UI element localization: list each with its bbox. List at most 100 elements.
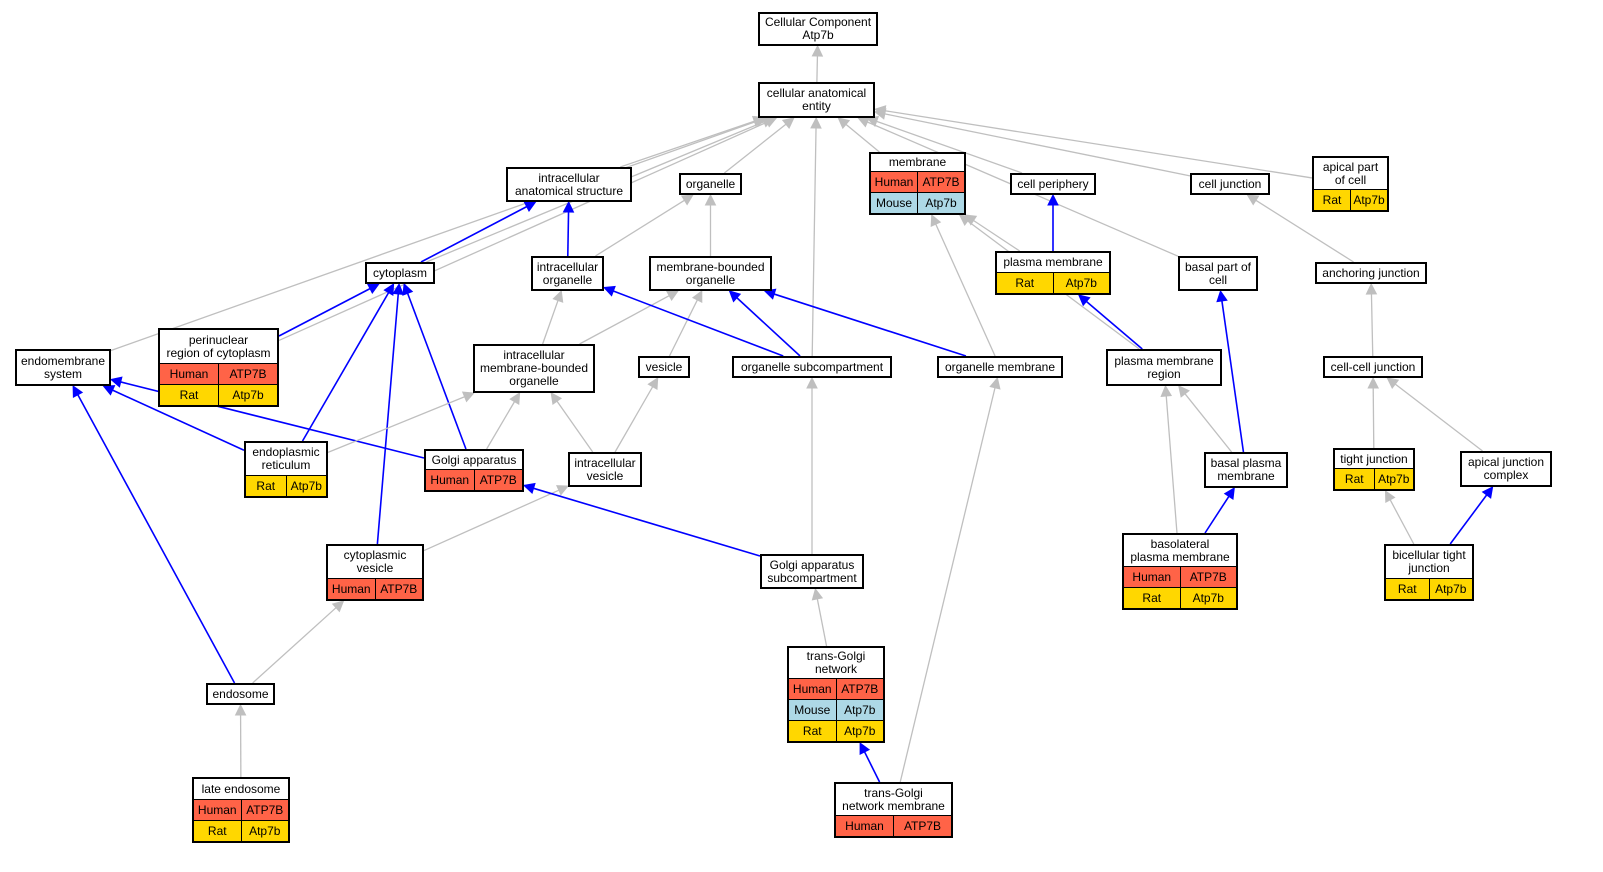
arrowhead xyxy=(930,213,942,227)
arrowhead xyxy=(550,392,563,405)
term-label: organelle membrane xyxy=(944,359,1056,374)
edge-is_a-tj-ccj xyxy=(1372,387,1375,449)
species-cell: Mouse xyxy=(875,196,913,210)
term-label: Golgi apparatus subcompartment xyxy=(767,557,857,585)
arrowhead xyxy=(509,392,521,406)
term-node-celljunction[interactable]: cell junction xyxy=(1190,173,1270,195)
arrowhead xyxy=(1367,376,1380,389)
arrowhead xyxy=(1365,282,1378,295)
arrowhead xyxy=(837,117,851,130)
arrowhead xyxy=(989,376,1001,390)
edge-is_a-tgnm-omem xyxy=(899,387,996,783)
edge-part_of-perinuclear-cytoplasm xyxy=(278,287,371,337)
edge-is_a-anchoring-celljunction xyxy=(1255,199,1354,263)
term-node-osub[interactable]: organelle subcompartment xyxy=(732,356,892,378)
gene-cell: Atp7b xyxy=(917,193,964,213)
term-label: Cellular Component Atp7b xyxy=(764,15,872,42)
species-cell: Human xyxy=(1132,570,1172,584)
term-node-endosome[interactable]: endosome xyxy=(206,683,275,705)
term-node-gas[interactable]: Golgi apparatus subcompartment xyxy=(760,554,864,589)
term-node-ajc[interactable]: apical junction complex xyxy=(1460,451,1552,487)
term-node-imbo[interactable]: intracellular membrane-bounded organelle xyxy=(473,344,595,393)
term-node-cellperiphery[interactable]: cell periphery xyxy=(1010,173,1096,195)
term-node-basalpart[interactable]: basal part of cell xyxy=(1178,256,1258,291)
edge-is_a-btj-tj xyxy=(1389,499,1415,545)
gene-cell: ATP7B xyxy=(1179,567,1237,587)
gene-cell: Atp7b xyxy=(835,700,884,720)
edge-is_a-osub-cae xyxy=(811,127,817,357)
edge-is_a-membrane-cae xyxy=(845,123,880,153)
term-node-bpm[interactable]: basal plasma membrane xyxy=(1204,452,1288,488)
term-label: cytoplasmic vesicle xyxy=(343,548,407,575)
arrowhead xyxy=(402,282,414,296)
term-node-io[interactable]: intracellular organelle xyxy=(531,256,604,291)
term-label: apical junction complex xyxy=(1467,455,1545,482)
term-label: anchoring junction xyxy=(1322,265,1420,280)
term-node-cytoplasm[interactable]: cytoplasm xyxy=(365,262,435,284)
arrowhead xyxy=(72,385,84,399)
arrowhead xyxy=(781,117,795,130)
term-node-ias[interactable]: intracellular anatomical structure xyxy=(506,167,632,202)
arrowhead xyxy=(366,283,380,295)
term-node-cae[interactable]: cellular anatomical entity xyxy=(758,82,875,118)
term-node-anchoring[interactable]: anchoring junction xyxy=(1315,262,1427,284)
edge-is_a-golgi-imbo xyxy=(486,401,516,450)
term-label: bicellular tight junction xyxy=(1392,548,1466,575)
term-node-endomembrane[interactable]: endomembrane system xyxy=(15,349,111,386)
term-node-root[interactable]: Cellular Component Atp7b xyxy=(758,12,878,46)
term-label: organelle xyxy=(685,176,736,191)
arrowhead xyxy=(1160,384,1173,397)
edge-is_a-imbo-io xyxy=(542,300,559,345)
species-cell: Human xyxy=(197,803,237,817)
arrowhead xyxy=(1384,490,1396,504)
species-cell: Human xyxy=(874,175,914,189)
arrowhead xyxy=(1481,486,1494,499)
term-label: endosome xyxy=(212,686,269,701)
edge-is_a-perinuclear-cae xyxy=(278,121,768,342)
term-label: late endosome xyxy=(201,781,281,796)
term-label: organelle subcompartment xyxy=(740,359,884,374)
edge-part_of-tgnm-tgn xyxy=(863,751,881,783)
gene-cell: ATP7B xyxy=(374,579,423,599)
annotation-row: Mouse Atp7b xyxy=(871,192,964,213)
edge-is_a-iv-imbo xyxy=(556,400,594,453)
edge-is_a-pm-membrane xyxy=(973,219,1021,252)
edge-is_a-blpm-pmr xyxy=(1165,395,1178,534)
term-node-omem[interactable]: organelle membrane xyxy=(937,356,1063,378)
arrowhead xyxy=(1223,487,1235,500)
term-node-organelle[interactable]: organelle xyxy=(679,173,742,195)
term-node-pmr[interactable]: plasma membrane region xyxy=(1106,349,1222,386)
arrowhead xyxy=(806,376,818,389)
term-node-ccj[interactable]: cell-cell junction xyxy=(1323,356,1423,378)
species-cell: Rat xyxy=(1344,472,1364,486)
gene-cell: ATP7B xyxy=(893,816,951,836)
term-label: cytoplasm xyxy=(372,265,428,280)
term-node-vesicle[interactable]: vesicle xyxy=(638,356,690,378)
term-label: plasma membrane region xyxy=(1114,353,1214,381)
term-label: tight junction xyxy=(1340,451,1408,466)
term-node-iv[interactable]: intracellular vesicle xyxy=(568,452,642,487)
edge-is_a-endomembrane-cae xyxy=(110,120,757,352)
term-node-mbo[interactable]: membrane-bounded organelle xyxy=(649,256,772,291)
term-label: plasma membrane xyxy=(1003,255,1103,269)
edge-is_a-omem-membrane xyxy=(935,223,996,357)
arrowhead xyxy=(704,193,717,206)
term-label: trans-Golgi network membrane xyxy=(842,785,945,813)
